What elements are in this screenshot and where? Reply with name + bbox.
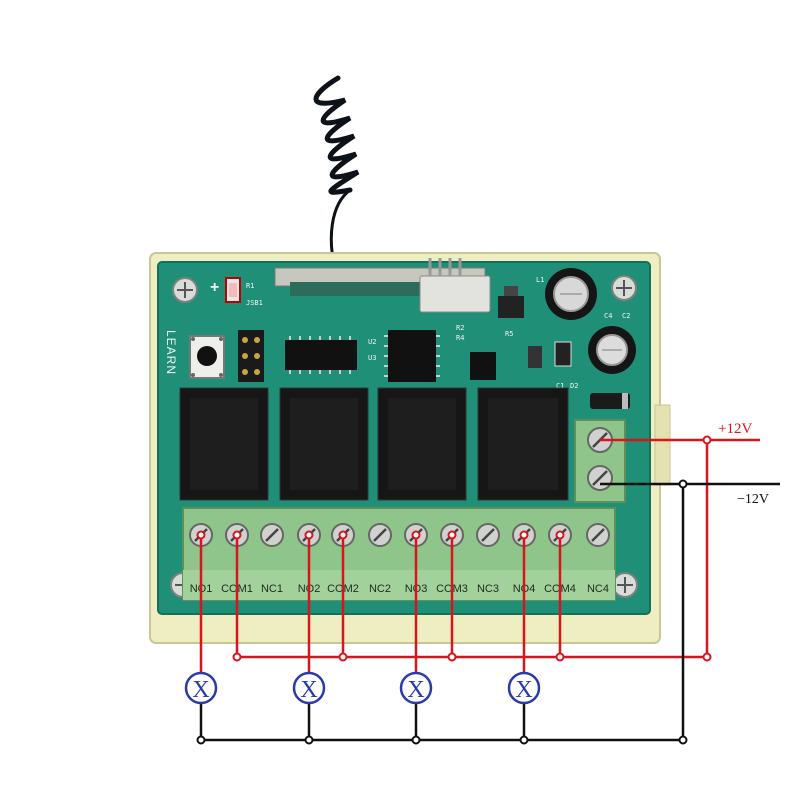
power-terminal-block xyxy=(574,419,626,503)
ic-chips xyxy=(285,330,572,382)
lamp-symbol: X xyxy=(300,677,317,703)
terminal-nc1[interactable] xyxy=(260,523,284,547)
bus-junction-com2 xyxy=(338,652,348,662)
terminal-label-nc1: NC1 xyxy=(261,583,283,595)
no-junction-no4 xyxy=(519,530,529,540)
lamp-return-junction-4 xyxy=(519,735,529,745)
capacitor-large xyxy=(545,268,597,320)
silk-u3: U3 xyxy=(368,354,376,362)
bus-junction-com3 xyxy=(447,652,457,662)
lamp-symbol: X xyxy=(407,677,424,703)
learn-label: LEARN xyxy=(164,330,178,375)
mode-jumper-header[interactable] xyxy=(238,330,264,382)
silk-r4: R4 xyxy=(456,334,464,342)
lamp-1: X xyxy=(184,671,218,705)
negative-voltage-label: −12V xyxy=(737,492,769,507)
silk-u2: U2 xyxy=(368,338,376,346)
terminal-nc2[interactable] xyxy=(368,523,392,547)
terminal-label-nc4: NC4 xyxy=(587,583,609,595)
screw-top-left xyxy=(172,277,198,303)
power-terminal-negative[interactable] xyxy=(587,465,613,491)
status-led xyxy=(225,277,241,303)
lamp-symbol: X xyxy=(515,677,532,703)
learn-button[interactable] xyxy=(189,335,225,379)
terminal-label-nc3: NC3 xyxy=(477,583,499,595)
lamp-2: X xyxy=(292,671,326,705)
no-junction-no1 xyxy=(196,530,206,540)
com-junction-com4 xyxy=(555,530,565,540)
lamp-return-junction-3 xyxy=(411,735,421,745)
com-junction-com3 xyxy=(447,530,457,540)
relays xyxy=(179,387,569,501)
screw-top-right xyxy=(611,275,637,301)
lamp-return-junction-2 xyxy=(304,735,314,745)
silk-l1: L1 xyxy=(536,276,544,284)
voltage-regulator xyxy=(498,286,524,318)
positive-voltage-label: +12V xyxy=(718,421,752,437)
capacitor-small xyxy=(588,326,636,374)
negative-supply-junction xyxy=(678,479,688,489)
enclosure-side-tab xyxy=(654,404,671,486)
lamp-3: X xyxy=(399,671,433,705)
lamp-4: X xyxy=(507,671,541,705)
silk-r1: R1 xyxy=(246,282,254,290)
com-junction-com2 xyxy=(338,530,348,540)
terminal-label-nc2: NC2 xyxy=(369,583,391,595)
relay-4 xyxy=(477,387,569,501)
relay-1 xyxy=(179,387,269,501)
com-junction-com1 xyxy=(232,530,242,540)
lamp-return-junction-1 xyxy=(196,735,206,745)
silk-c2: C2 xyxy=(622,312,630,320)
no-junction-no2 xyxy=(304,530,314,540)
negative-bus-corner xyxy=(678,735,688,745)
protection-diode xyxy=(590,393,630,409)
positive-supply-junction xyxy=(702,435,712,445)
terminal-nc3[interactable] xyxy=(476,523,500,547)
terminal-nc4[interactable] xyxy=(586,523,610,547)
rf-receiver-module xyxy=(274,258,491,313)
bus-junction-com4 xyxy=(555,652,565,662)
silk-c1: C1 xyxy=(556,382,564,390)
led-plus-label: + xyxy=(210,279,219,296)
relay-3 xyxy=(377,387,467,501)
silk-jsb1: JSB1 xyxy=(246,299,263,307)
silk-r2: R2 xyxy=(456,324,464,332)
silk-d2: D2 xyxy=(570,382,578,390)
silk-c4: C4 xyxy=(604,312,612,320)
silk-r5: R5 xyxy=(505,330,513,338)
positive-bus-corner xyxy=(702,652,712,662)
bus-junction-com1 xyxy=(232,652,242,662)
screw-bottom-right xyxy=(612,572,638,598)
relay-2 xyxy=(279,387,369,501)
lamp-symbol: X xyxy=(192,677,209,703)
no-junction-no3 xyxy=(411,530,421,540)
